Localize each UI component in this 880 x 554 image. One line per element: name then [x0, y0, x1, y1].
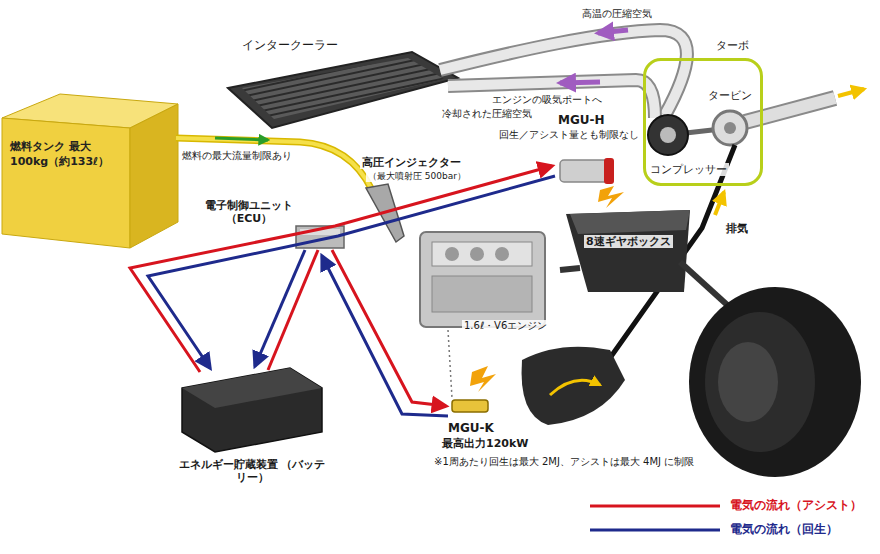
tank-label: 燃料タンク 最大100kg（約133ℓ）: [10, 140, 124, 170]
energy-spark: [598, 186, 624, 208]
compressor-wheel: [660, 127, 676, 143]
compressor-housing: [648, 115, 688, 155]
flow-note: エンジンの吸気ポートへ: [490, 94, 604, 106]
gearbox: [566, 210, 690, 292]
fuel-flow-arrow: [215, 138, 268, 140]
regen-wire: [148, 176, 555, 368]
flow-note: 冷却された圧縮空気: [440, 108, 534, 120]
fuel-tank-side: [130, 104, 178, 248]
part-name: エネルギー貯蔵装置 （バッテリー）: [176, 458, 328, 484]
air-flow-arrow: [560, 82, 600, 83]
footnote: ※1周あたり回生は最大 2MJ、アシストは最大 4MJ に制限: [432, 456, 696, 468]
spec-note: 燃料の最大流量制限あり: [180, 150, 294, 162]
fuel-line: [176, 138, 372, 190]
mgu-k-body: [452, 400, 488, 412]
engine-head: [432, 242, 532, 266]
legend-line-regen: [590, 529, 720, 532]
energy-spark: [470, 366, 496, 392]
engine-block: [420, 232, 545, 327]
leader-line: [448, 330, 452, 398]
flow-note: 高温の圧縮空気: [580, 8, 654, 20]
intercooler-core: [242, 58, 444, 119]
turbine-wheel: [724, 122, 736, 134]
wheel-rim: [718, 342, 778, 422]
engine-crankcase: [432, 276, 532, 312]
fuel-tank: 燃料タンク 最大100kg（約133ℓ）: [6, 138, 128, 172]
legend-text: 電気の流れ（回生）: [728, 522, 840, 536]
part-name: 高圧インジェクター: [360, 156, 463, 169]
air-flow-arrow: [598, 30, 628, 33]
gearbox-top: [570, 210, 690, 234]
spec-note: 回生／アシスト量とも制限なし: [497, 129, 641, 141]
regen-wire: [255, 250, 305, 366]
fuel-line-inner: [176, 138, 372, 190]
exhaust-flow-arrow: [715, 192, 724, 215]
part-name: 1.6ℓ・V6エンジン: [462, 320, 549, 332]
fuel-tank-front: [2, 118, 130, 248]
part-name: インタークーラー: [240, 38, 340, 52]
exhaust-flow-arrow: [838, 89, 864, 96]
engine-cylinder: [495, 247, 509, 261]
engine-cylinder: [470, 247, 484, 261]
engine-cylinder: [445, 247, 459, 261]
regen-wire: [322, 256, 448, 416]
part-name: MGU-K: [446, 421, 496, 435]
part-name: タービン: [706, 89, 754, 102]
part-name: 電子制御ユニット （ECU）: [198, 199, 300, 225]
mgu-h-body: [560, 160, 608, 182]
assist-wire: [332, 250, 446, 406]
gearbox-knob: [560, 268, 580, 270]
part-name: MGU-H: [556, 113, 607, 127]
tire: [689, 287, 861, 477]
mgu-h-cap: [604, 158, 614, 184]
turbo-group: ターボタービンコンプレッサー: [643, 58, 763, 186]
spec-note: （最大噴射圧 500bar）: [366, 171, 468, 182]
exhaust-flow-arrow: [550, 380, 600, 395]
exhaust-manifold: [522, 347, 625, 425]
exhaust-outlet-inner: [745, 98, 835, 122]
spec-note: 最高出力120kW: [440, 437, 530, 450]
legend-text: 電気の流れ（アシスト）: [728, 498, 864, 512]
assist-wire: [268, 250, 318, 370]
part-name: コンプレッサー: [648, 163, 729, 176]
turbine-housing: [713, 111, 747, 145]
group-heading: ターボ: [714, 39, 751, 52]
exhaust-outlet-pipe: [745, 98, 835, 122]
legend-line-assist: [590, 505, 720, 508]
part-name: 8速ギヤボックス: [584, 235, 673, 248]
battery-top: [182, 368, 322, 408]
battery: [182, 368, 322, 452]
intercooler-frame: [228, 52, 458, 128]
tire-wall: [705, 312, 815, 452]
flow-note: 排気: [724, 222, 750, 235]
